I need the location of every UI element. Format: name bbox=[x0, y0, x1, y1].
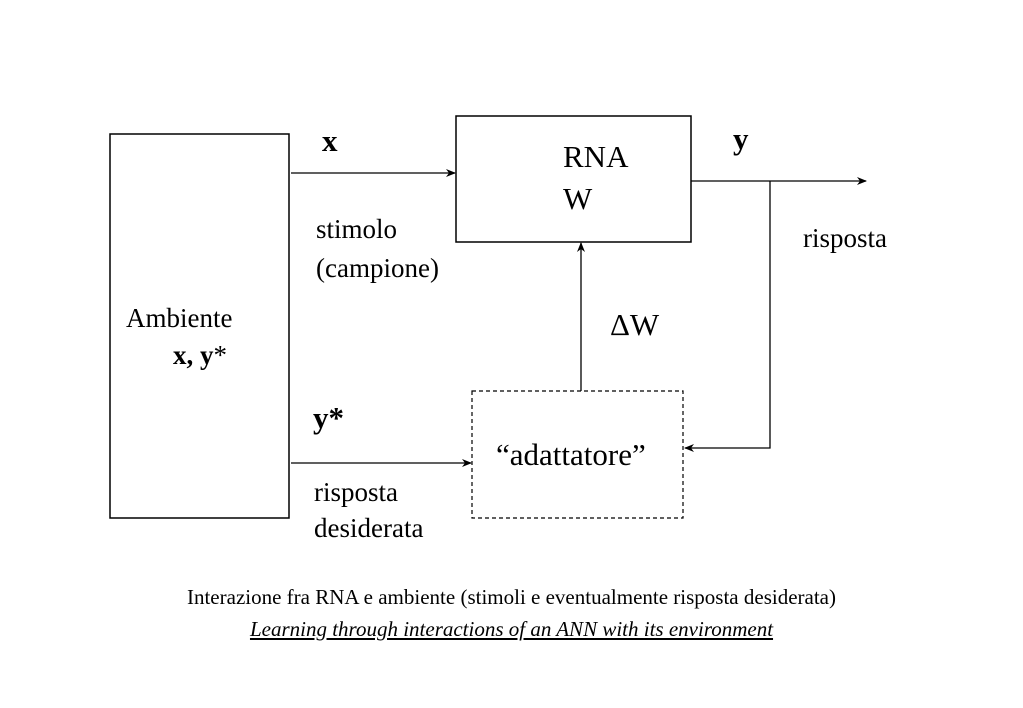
caption-english-wrap: Learning through interactions of an ANN … bbox=[0, 617, 1023, 642]
y-desc: risposta bbox=[803, 223, 887, 253]
x-desc-line2: (campione) bbox=[316, 253, 439, 283]
environment-vars-bold: x, y bbox=[173, 340, 214, 370]
delta-w-label: ΔW bbox=[610, 307, 660, 342]
x-desc-line1: stimolo bbox=[316, 214, 398, 244]
y-label: y bbox=[733, 121, 749, 156]
ystar-desc-line2: desiderata bbox=[314, 513, 424, 543]
x-label: x bbox=[322, 123, 338, 158]
adapter-label: “adattatore” bbox=[496, 437, 646, 472]
feedback-arrow bbox=[684, 181, 771, 452]
environment-vars: x, y* bbox=[173, 339, 227, 371]
environment-box bbox=[109, 133, 290, 519]
environment-vars-star: * bbox=[213, 340, 228, 370]
network-line1: RNA bbox=[563, 139, 629, 174]
environment-title: Ambiente bbox=[126, 303, 233, 333]
adapter-box bbox=[471, 390, 684, 519]
network-line2: W bbox=[563, 181, 593, 216]
caption-italian: Interazione fra RNA e ambiente (stimoli … bbox=[186, 585, 836, 609]
network-box bbox=[455, 115, 692, 243]
ystar-desc-line1: risposta bbox=[314, 477, 398, 507]
ystar-label: y* bbox=[313, 400, 344, 435]
caption-english: Learning through interactions of an ANN … bbox=[249, 617, 774, 641]
